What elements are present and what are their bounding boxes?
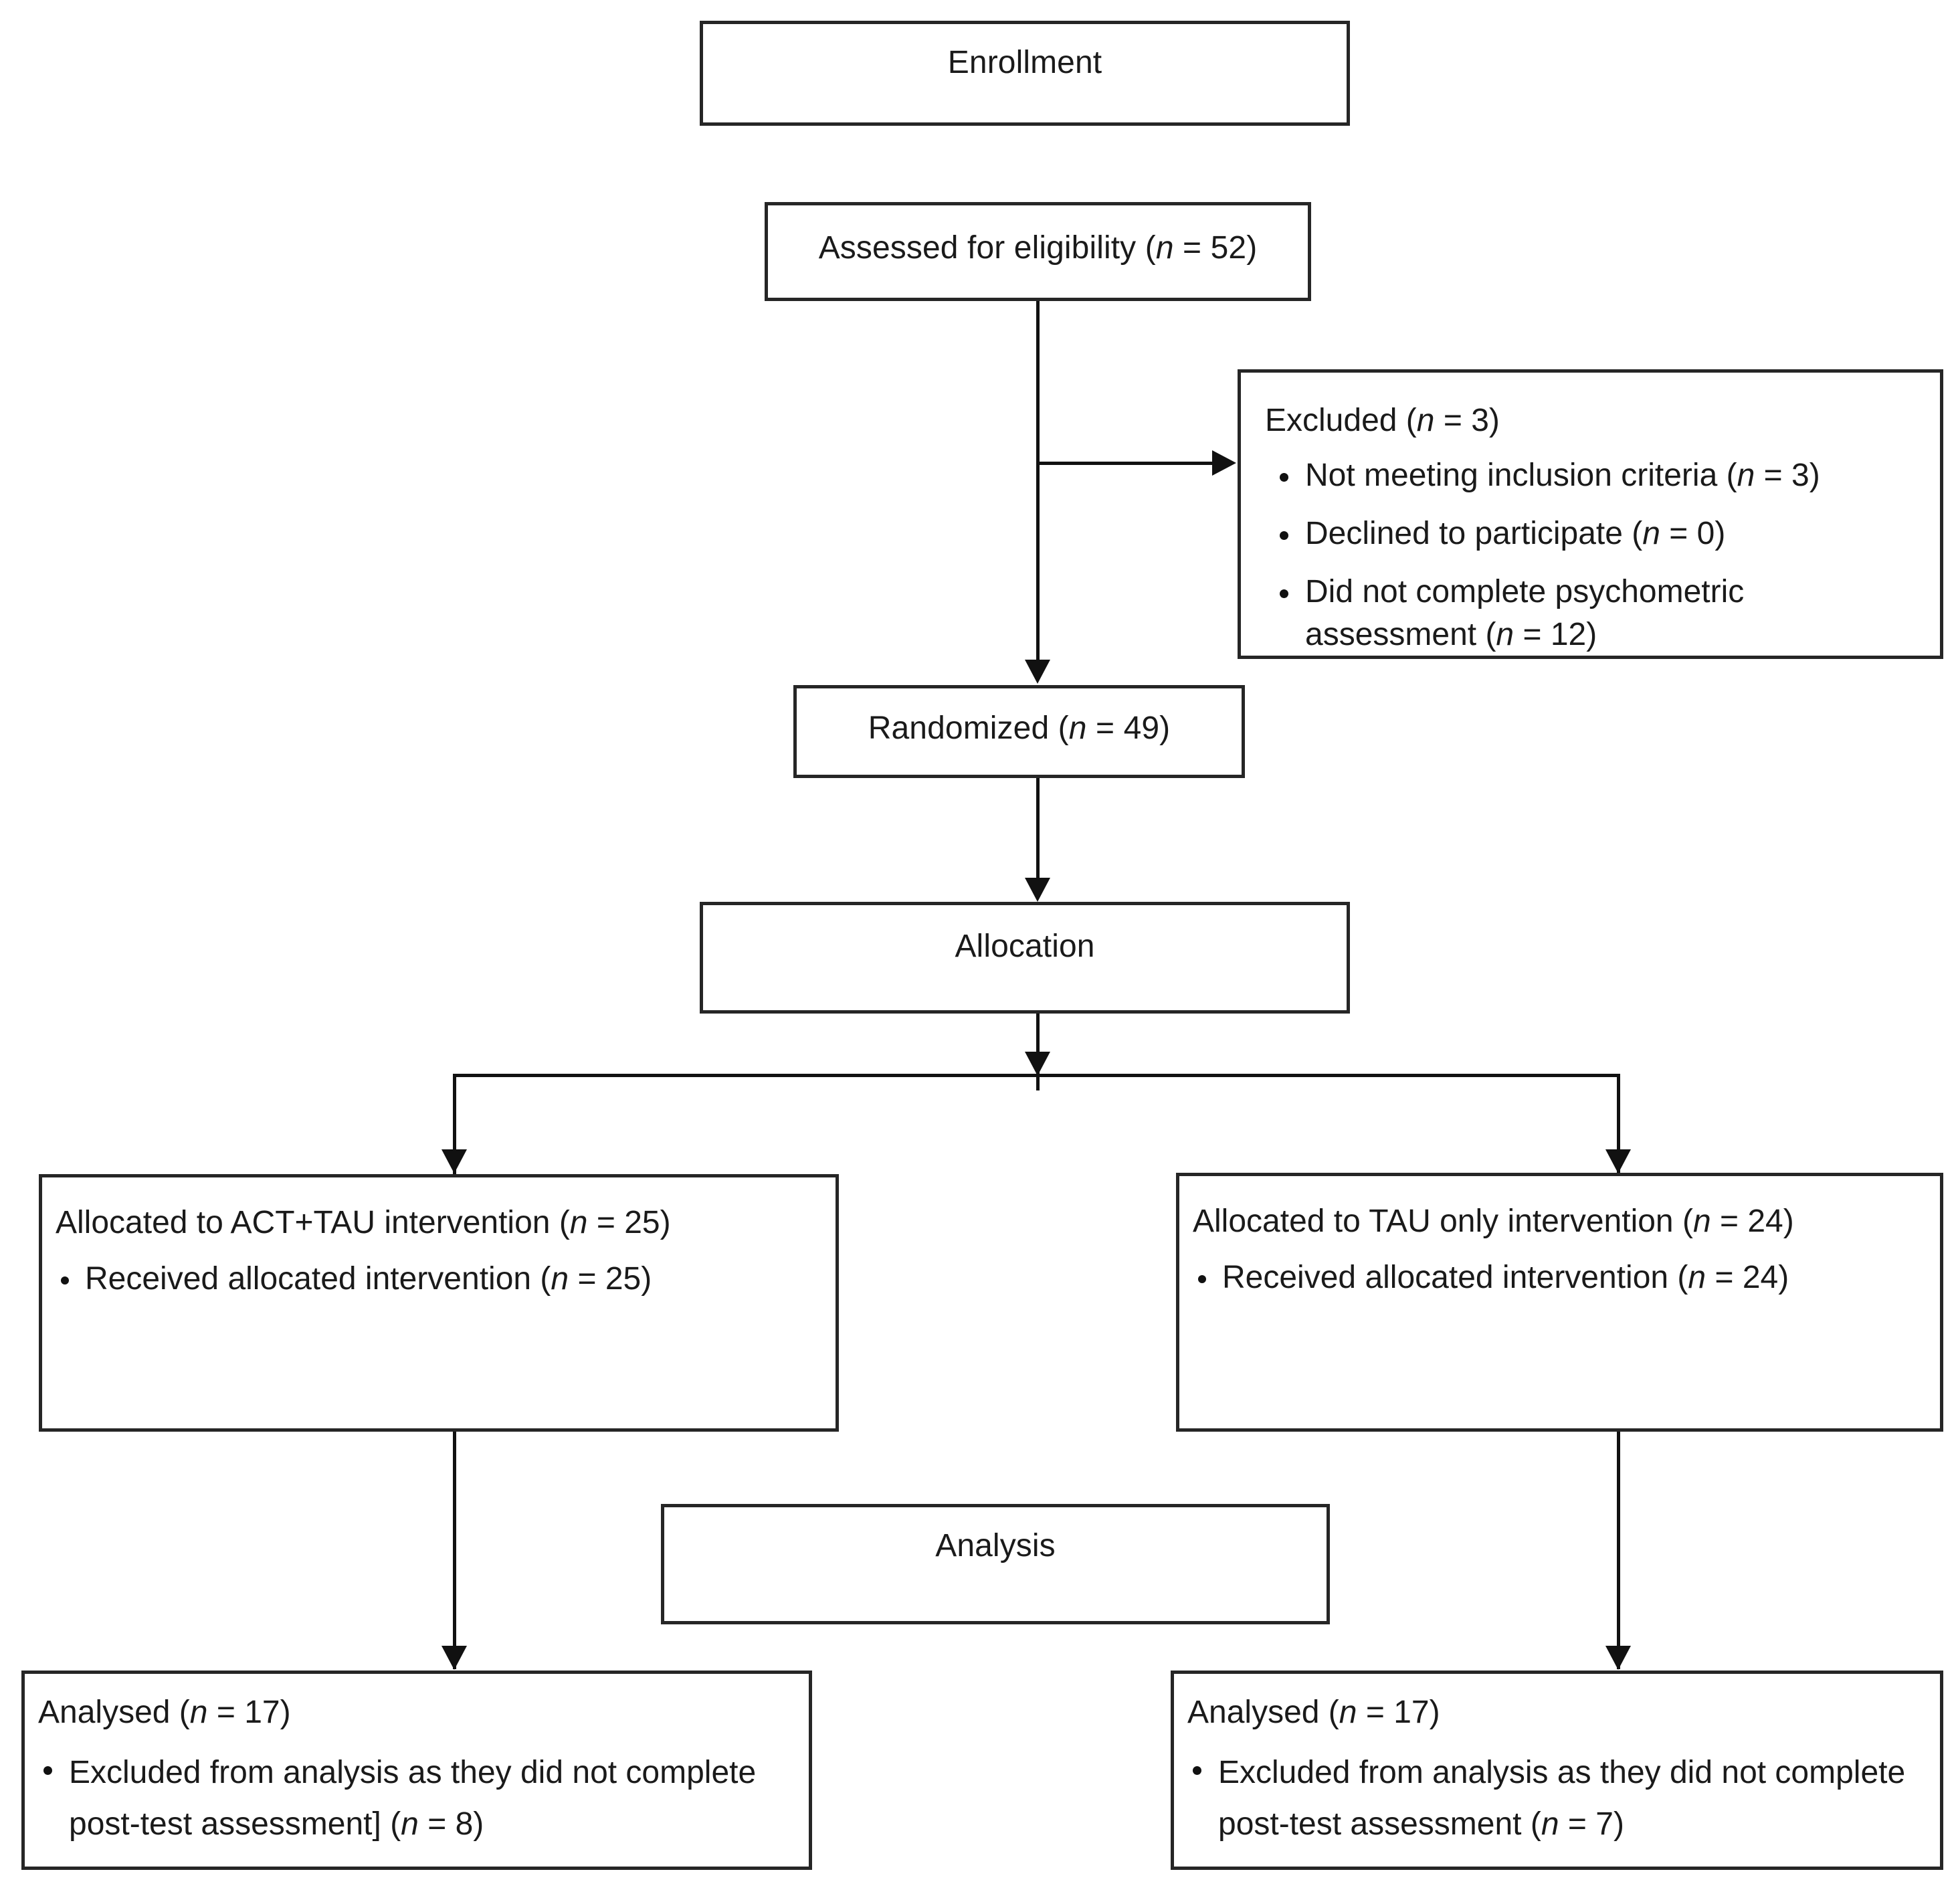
arrowhead-to-excluded — [1212, 450, 1236, 476]
allocated-right-box: Allocated to TAU only intervention (n = … — [1176, 1173, 1943, 1432]
connector-right-allocation-to-analysed — [1617, 1432, 1620, 1669]
connector-split-left — [453, 1074, 456, 1174]
analysed-right-item-list: Excluded from analysis as they did not c… — [1187, 1747, 1927, 1865]
allocation-stage-box: Allocation — [700, 902, 1350, 1014]
n-symbol: n — [401, 1806, 419, 1842]
analysed-left-box: Analysed (n = 17) Excluded from analysis… — [21, 1671, 812, 1870]
enrollment-stage-box: Enrollment — [700, 21, 1350, 126]
connector-split-right — [1617, 1074, 1620, 1174]
arrowhead-to-right-analysed — [1605, 1646, 1631, 1670]
arrowhead-to-randomized — [1025, 660, 1050, 684]
analysed-left-item-list: Excluded from analysis as they did not c… — [38, 1747, 795, 1865]
excluded-reason-list: Not meeting inclusion criteria (n = 3) D… — [1265, 454, 1924, 672]
assessed-for-eligibility-label: Assessed for eligibility (n = 52) — [818, 230, 1258, 266]
list-item: Did not complete psychometric assessment… — [1265, 571, 1924, 658]
list-item: Not meeting inclusion criteria (n = 3) — [1265, 454, 1924, 498]
n-symbol: n — [1642, 515, 1660, 551]
list-item: Received allocated intervention (n = 25) — [56, 1258, 825, 1301]
list-item: Received allocated intervention (n = 24) — [1193, 1256, 1929, 1300]
n-symbol: n — [1541, 1806, 1559, 1842]
n-symbol: n — [1339, 1695, 1357, 1730]
n-symbol: n — [1496, 617, 1514, 653]
connector-randomized-to-allocation — [1036, 778, 1040, 882]
allocated-left-item-list: Received allocated intervention (n = 25) — [56, 1258, 825, 1301]
allocated-right-item-list: Received allocated intervention (n = 24) — [1193, 1256, 1929, 1300]
n-symbol: n — [1688, 1260, 1706, 1295]
n-symbol: n — [1155, 230, 1174, 266]
arrowhead-to-left-analysed — [442, 1646, 467, 1670]
randomized-box: Randomized (n = 49) — [793, 685, 1245, 778]
allocation-split-bar — [453, 1074, 1620, 1077]
connector-left-allocation-to-analysed — [453, 1432, 456, 1669]
n-symbol: n — [189, 1695, 208, 1730]
arrowhead-to-right-allocation — [1605, 1149, 1631, 1173]
analysed-right-heading: Analysed (n = 17) — [1187, 1695, 1440, 1730]
n-symbol: n — [1692, 1204, 1711, 1239]
n-symbol: n — [1416, 403, 1435, 438]
connector-assessed-to-randomized — [1036, 301, 1040, 662]
n-symbol: n — [551, 1261, 569, 1297]
arrowhead-to-allocation — [1025, 878, 1050, 902]
list-item: Excluded from analysis as they did not c… — [1187, 1747, 1927, 1850]
allocated-left-heading: Allocated to ACT+TAU intervention (n = 2… — [56, 1205, 671, 1240]
list-item: Declined to participate (n = 0) — [1265, 512, 1924, 556]
allocation-stage-label: Allocation — [955, 929, 1095, 964]
arrowhead-to-left-allocation — [442, 1149, 467, 1173]
allocated-right-heading: Allocated to TAU only intervention (n = … — [1193, 1204, 1794, 1239]
excluded-heading: Excluded (n = 3) — [1265, 403, 1500, 438]
allocated-left-box: Allocated to ACT+TAU intervention (n = 2… — [39, 1174, 839, 1432]
n-symbol: n — [1068, 710, 1087, 746]
list-item: Excluded from analysis as they did not c… — [38, 1747, 795, 1850]
connector-assessed-to-excluded — [1036, 462, 1214, 465]
n-symbol: n — [1737, 458, 1755, 493]
analysed-left-heading: Analysed (n = 17) — [38, 1695, 291, 1730]
analysis-stage-label: Analysis — [935, 1528, 1056, 1563]
randomized-label: Randomized (n = 49) — [868, 710, 1171, 746]
analysed-right-box: Analysed (n = 17) Excluded from analysis… — [1171, 1671, 1943, 1870]
enrollment-stage-label: Enrollment — [947, 45, 1102, 80]
excluded-box: Excluded (n = 3) Not meeting inclusion c… — [1238, 369, 1943, 659]
n-symbol: n — [569, 1205, 588, 1240]
assessed-for-eligibility-box: Assessed for eligibility (n = 52) — [765, 202, 1311, 301]
arrowhead-to-split — [1025, 1052, 1050, 1076]
analysis-stage-box: Analysis — [661, 1504, 1330, 1624]
